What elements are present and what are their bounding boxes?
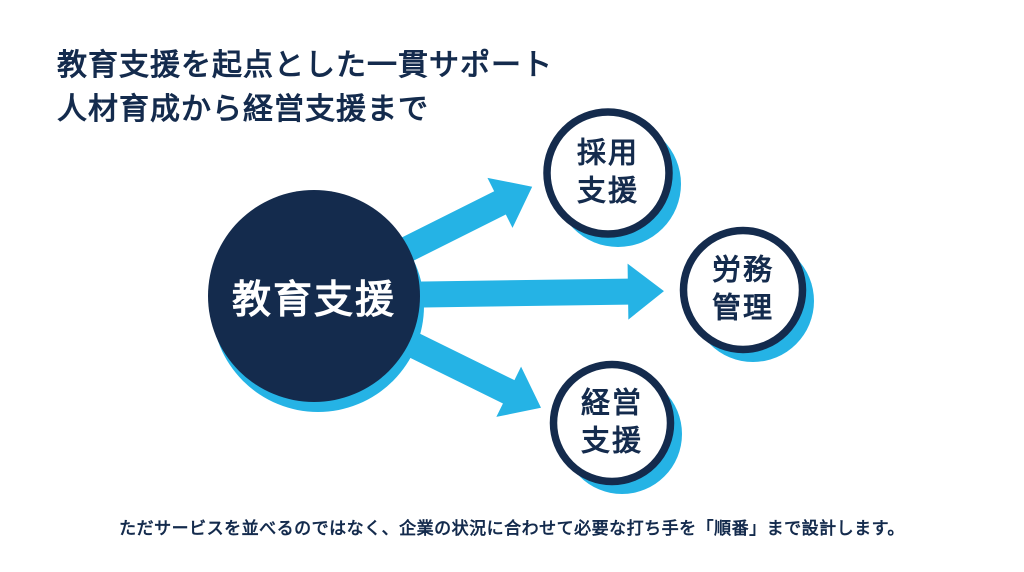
labor-node-circle — [679, 226, 807, 354]
node-label-labor-management: 労務 管理 — [711, 254, 775, 325]
management-node-circle — [549, 360, 675, 486]
page-title: 教育支援を起点とした一貫サポート 人材育成から経営支援まで — [57, 44, 553, 131]
center-node-label: 教育支援 — [231, 279, 397, 322]
title-line-1: 教育支援を起点とした一貫サポート — [57, 49, 553, 82]
node-label-management-support: 経営 支援 — [580, 387, 644, 458]
node-label-recruitment-support: 採用 支援 — [576, 137, 640, 208]
recruitment-node-circle — [543, 108, 673, 238]
caption-text: ただサービスを並べるのではなく、企業の状況に合わせて必要な打ち手を「順番」まで設… — [119, 519, 905, 538]
title-line-2: 人材育成から経営支援まで — [57, 92, 429, 126]
center-node-circle — [208, 190, 420, 402]
